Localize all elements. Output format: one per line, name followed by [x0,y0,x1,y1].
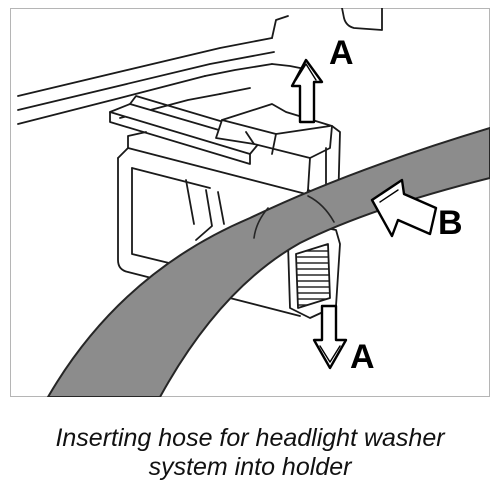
caption-line-2: system into holder [148,453,352,481]
figure-caption: Inserting hose for headlight washer syst… [0,424,500,482]
callout-label-b: B [438,204,463,242]
arrow-up-icon [290,58,324,124]
callout-label-a-bottom: A [350,338,375,376]
hose-holder-illustration: A B A [10,8,490,397]
caption-line-1: Inserting hose for headlight washer [55,424,445,452]
arrow-diagonal-icon [370,178,438,238]
arrow-down-icon [312,304,348,370]
callout-label-a-top: A [329,34,354,72]
holder-latch-lower [287,225,341,319]
